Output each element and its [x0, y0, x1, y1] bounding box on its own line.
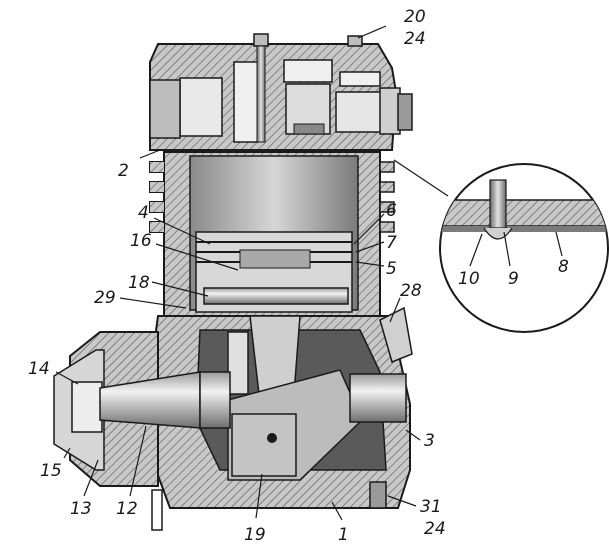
cylinder-head [149, 33, 413, 151]
callout-16: 16 [130, 231, 152, 251]
callout-20: 20 [404, 7, 426, 27]
callout-labels: 20 24 2 4 16 18 29 6 7 5 28 10 9 8 3 14 … [28, 7, 569, 545]
callout-10: 10 [458, 269, 480, 289]
callout-18: 18 [128, 273, 150, 293]
piston [195, 231, 353, 313]
callout-14: 14 [28, 359, 50, 379]
callout-15: 15 [40, 461, 62, 481]
callout-19: 19 [244, 525, 266, 545]
callout-12: 12 [116, 499, 138, 519]
callout-28: 28 [400, 281, 422, 301]
callout-8: 8 [558, 257, 569, 277]
callout-3: 3 [424, 431, 435, 451]
callout-13: 13 [70, 499, 92, 519]
callout-24-top: 24 [404, 29, 426, 49]
crankshaft [99, 371, 407, 477]
callout-31: 31 [420, 497, 442, 517]
callout-7: 7 [386, 233, 397, 253]
callout-24-bottom: 24 [424, 519, 446, 539]
leader-lines [55, 25, 449, 521]
callout-4: 4 [138, 203, 149, 223]
callout-1: 1 [338, 525, 349, 545]
callout-5: 5 [386, 259, 397, 279]
detail-inset [439, 163, 609, 333]
callout-2: 2 [118, 161, 129, 181]
callout-9: 9 [508, 269, 519, 289]
callout-29: 29 [94, 288, 116, 308]
callout-6: 6 [386, 201, 397, 221]
